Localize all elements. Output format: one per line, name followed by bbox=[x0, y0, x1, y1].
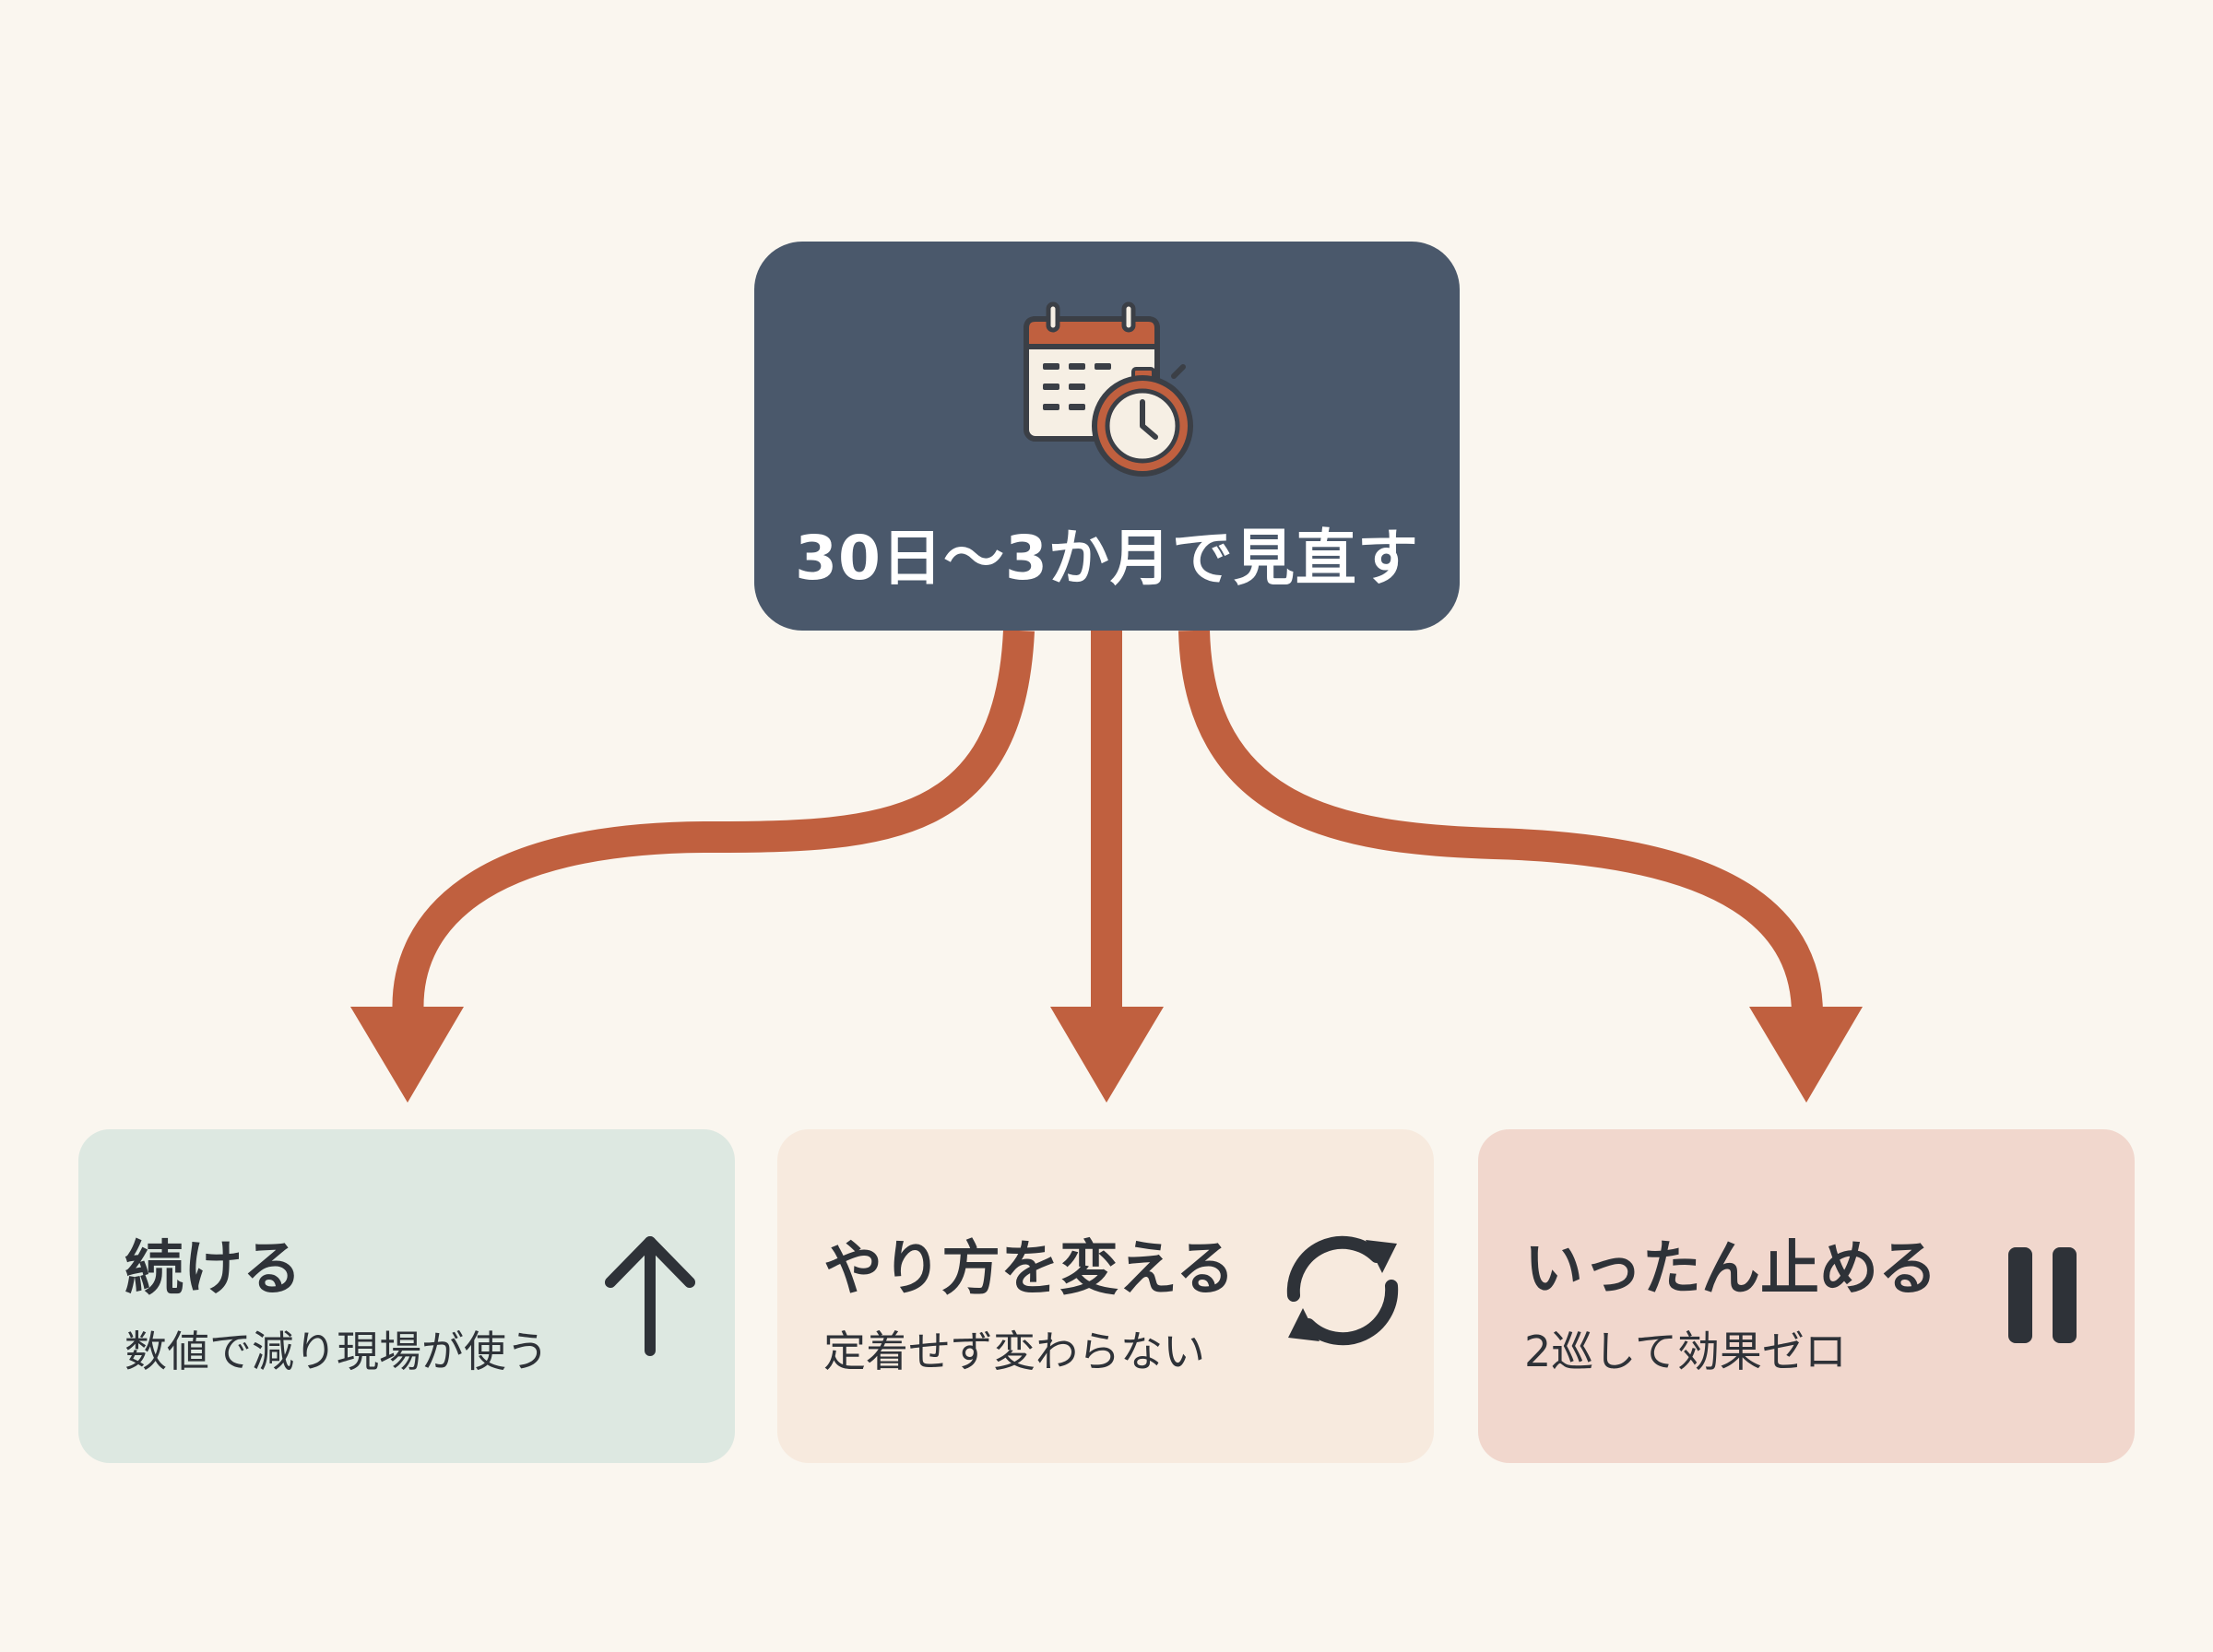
branch-subtitle: 2巡して効果ゼロ bbox=[1524, 1327, 1847, 1376]
calendar-stopwatch-icon bbox=[1023, 301, 1193, 477]
branch-subtitle: 定着せず変わらない bbox=[823, 1327, 1205, 1376]
arrow-left-shaft bbox=[392, 630, 1035, 1021]
branch-card-continue: 続ける 数値で減り現場が使う bbox=[78, 1129, 735, 1463]
pause-icon bbox=[2008, 1247, 2077, 1343]
arrow-right-shaft bbox=[1178, 630, 1824, 1020]
arrow-up-icon bbox=[605, 1236, 695, 1356]
refresh-icon bbox=[1286, 1235, 1399, 1346]
branch-card-change-method: やり方を変える 定着せず変わらない bbox=[777, 1129, 1434, 1463]
arrow-left-head bbox=[350, 1007, 464, 1103]
branch-card-pause: いったん止める 2巡して効果ゼロ bbox=[1478, 1129, 2135, 1463]
root-node: 30日〜3か月で見直す bbox=[754, 242, 1460, 631]
arrow-right-head bbox=[1749, 1007, 1863, 1103]
arrow-center-head bbox=[1050, 1007, 1164, 1103]
branch-subtitle: 数値で減り現場が使う bbox=[124, 1327, 549, 1376]
branch-title: いったん止める bbox=[1524, 1235, 1937, 1304]
root-title: 30日〜3か月で見直す bbox=[795, 523, 1419, 594]
branch-title: やり方を変える bbox=[823, 1235, 1236, 1304]
branch-title: 続ける bbox=[124, 1235, 302, 1304]
